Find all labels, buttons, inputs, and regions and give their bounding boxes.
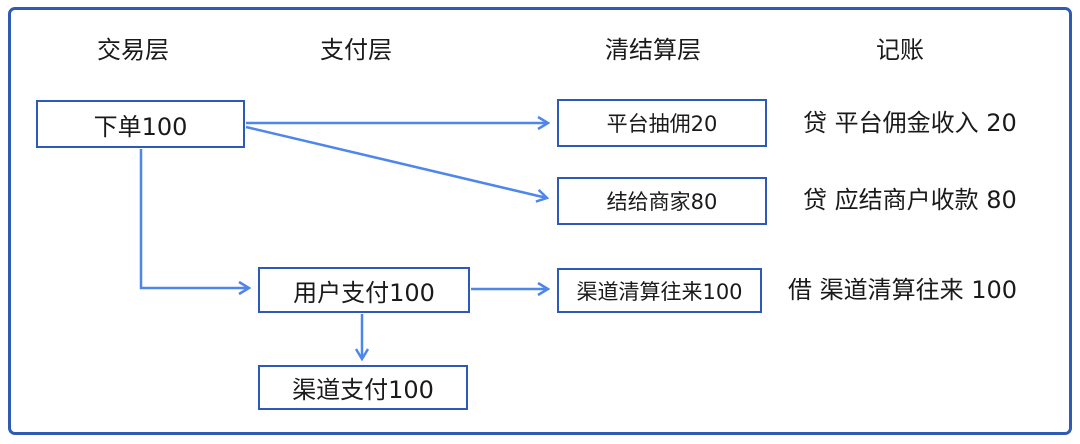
node-channel-clearing: 渠道清算往来100 (557, 268, 762, 313)
node-settle-merchant: 结给商家80 (557, 177, 767, 225)
diagram-frame (8, 7, 1072, 435)
column-header-payment-layer: 支付层 (320, 36, 392, 64)
column-header-clearing-layer: 清结算层 (605, 36, 701, 64)
ledger-entry-platform-commission-income: 贷 平台佣金收入 20 (803, 109, 1017, 137)
ledger-entry-channel-clearing: 借 渠道清算往来 100 (788, 276, 1018, 304)
column-header-transaction-layer: 交易层 (97, 36, 169, 64)
node-order: 下单100 (36, 100, 245, 148)
ledger-entry-merchant-receivable: 贷 应结商户收款 80 (803, 186, 1017, 214)
column-header-bookkeeping: 记账 (876, 36, 924, 64)
node-platform-commission: 平台抽佣20 (557, 99, 767, 147)
node-channel-payment: 渠道支付100 (258, 365, 468, 410)
node-user-payment: 用户支付100 (258, 267, 470, 313)
